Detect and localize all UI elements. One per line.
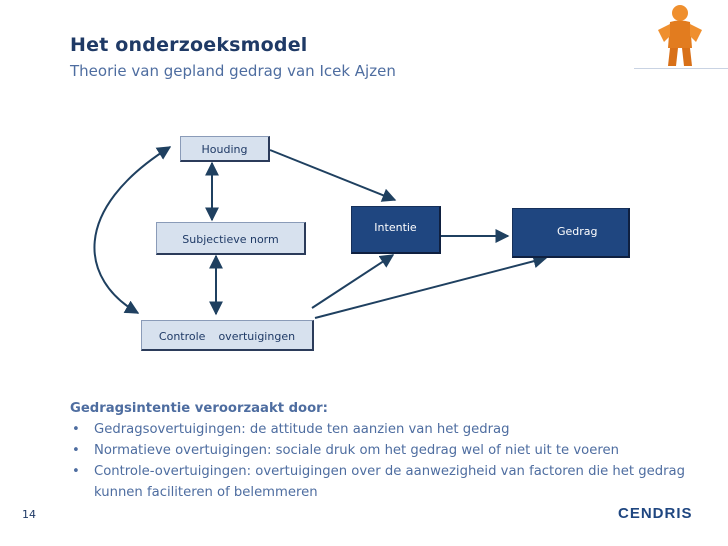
mascot-right-leg [682,48,692,66]
node-houding: Houding [180,136,270,162]
node-overtuigingen-label: overtuigingen [218,330,296,343]
node-gedrag-label: Gedrag [557,225,598,238]
node-subjectieve-norm: Subjectieve norm [156,222,306,255]
bullet-item: Controle-overtuigingen: overtuigingen ov… [70,461,710,503]
node-controle-overtuigingen: Controle overtuigingen [141,320,314,351]
mascot-left-leg [668,48,678,66]
mascot-right-arm [690,24,702,42]
arrow-controle-gedrag [314,254,548,319]
bullet-list: Gedragsovertuigingen: de attitude ten aa… [70,419,710,503]
bullet-item: Gedragsovertuigingen: de attitude ten aa… [70,419,710,440]
mascot-figure-icon [658,5,702,66]
node-controle-label: Controle [158,330,206,343]
mascot-left-arm [658,24,670,42]
arrow-controle-intentie [311,254,395,309]
mascot-body [668,20,692,48]
arrow-houding-intentie [269,149,397,202]
node-intentie-label: Intentie [374,221,417,234]
page-number: 14 [22,508,36,521]
header-divider [634,68,728,69]
explanation-text: Gedragsintentie veroorzaakt door: Gedrag… [70,398,710,503]
mascot-head [672,5,688,21]
page-subtitle: Theorie van gepland gedrag van Icek Ajze… [70,62,396,80]
node-houding-label: Houding [201,143,248,156]
node-intentie: Intentie [351,206,441,254]
cendris-logo: CENDRIS [618,505,693,522]
node-subjectieve-norm-label: Subjectieve norm [182,233,279,246]
explanation-heading: Gedragsintentie veroorzaakt door: [70,401,328,416]
bullet-item: Normatieve overtuigingen: sociale druk o… [70,440,710,461]
node-gedrag: Gedrag [512,208,630,258]
arrow-houding-controle-curve [93,146,172,314]
page-title: Het onderzoeksmodel [70,34,308,56]
